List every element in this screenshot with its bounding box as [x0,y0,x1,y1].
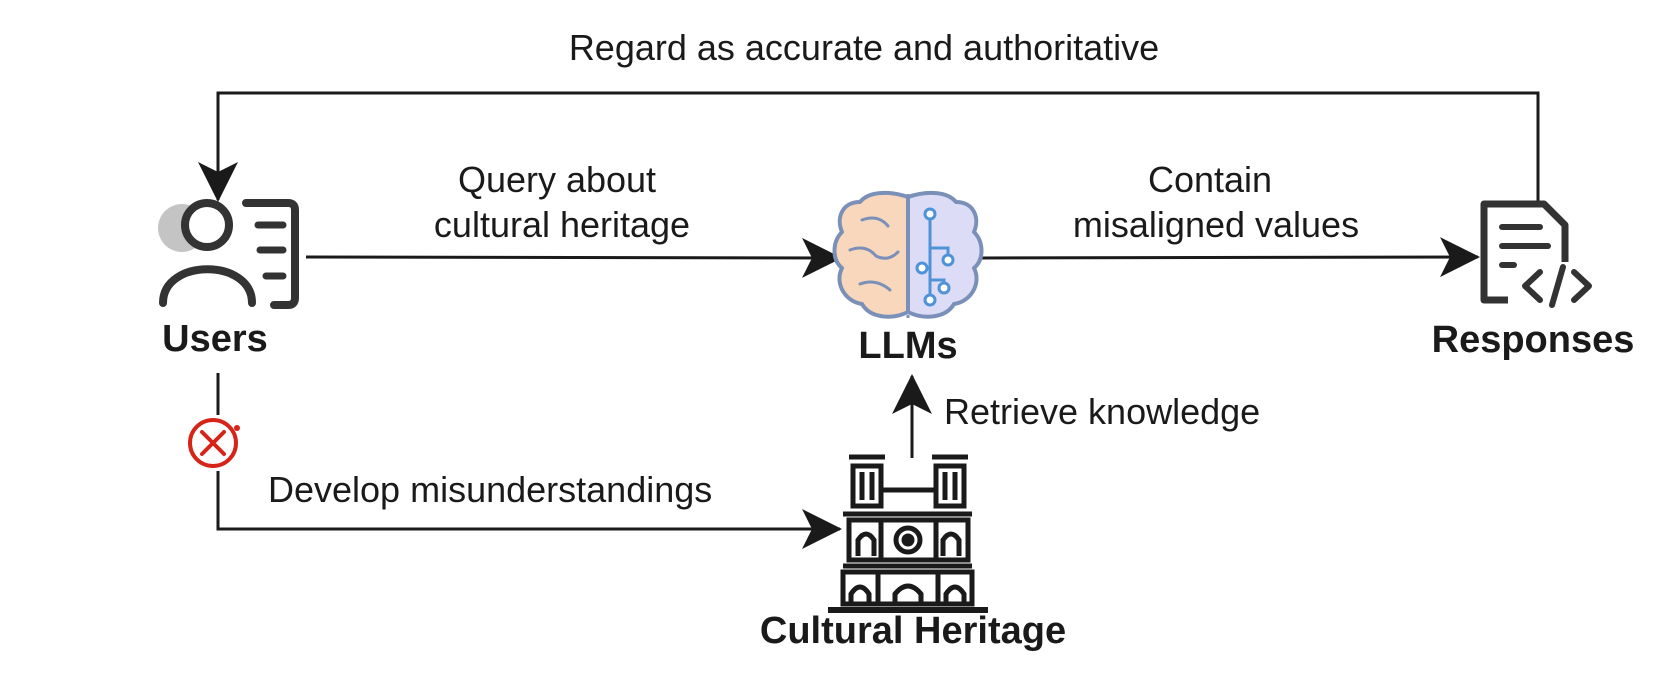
regard-arrow [198,91,1540,205]
contain-label-line1: Contain [1148,159,1272,200]
query-label-line2: cultural heritage [434,204,690,245]
users-label: Users [162,318,268,360]
develop-arrow [216,471,842,549]
code-document-icon [1480,200,1592,308]
cathedral-icon [828,454,988,613]
regard-label: Regard as accurate and authoritative [569,27,1159,68]
query-arrow [305,237,842,278]
query-label-line1: Query about [458,159,656,200]
retrieve-label: Retrieve knowledge [944,391,1260,432]
llms-label: LLMs [858,325,957,367]
error-x-icon [188,418,240,468]
cultural-heritage-label: Cultural Heritage [760,610,1066,652]
develop-label: Develop misunderstandings [268,469,712,510]
contain-label-line2: misaligned values [1073,204,1359,245]
responses-label: Responses [1432,319,1635,361]
user-card-icon [158,199,299,309]
brain-circuit-icon [832,190,984,319]
contain-arrow [979,237,1480,278]
